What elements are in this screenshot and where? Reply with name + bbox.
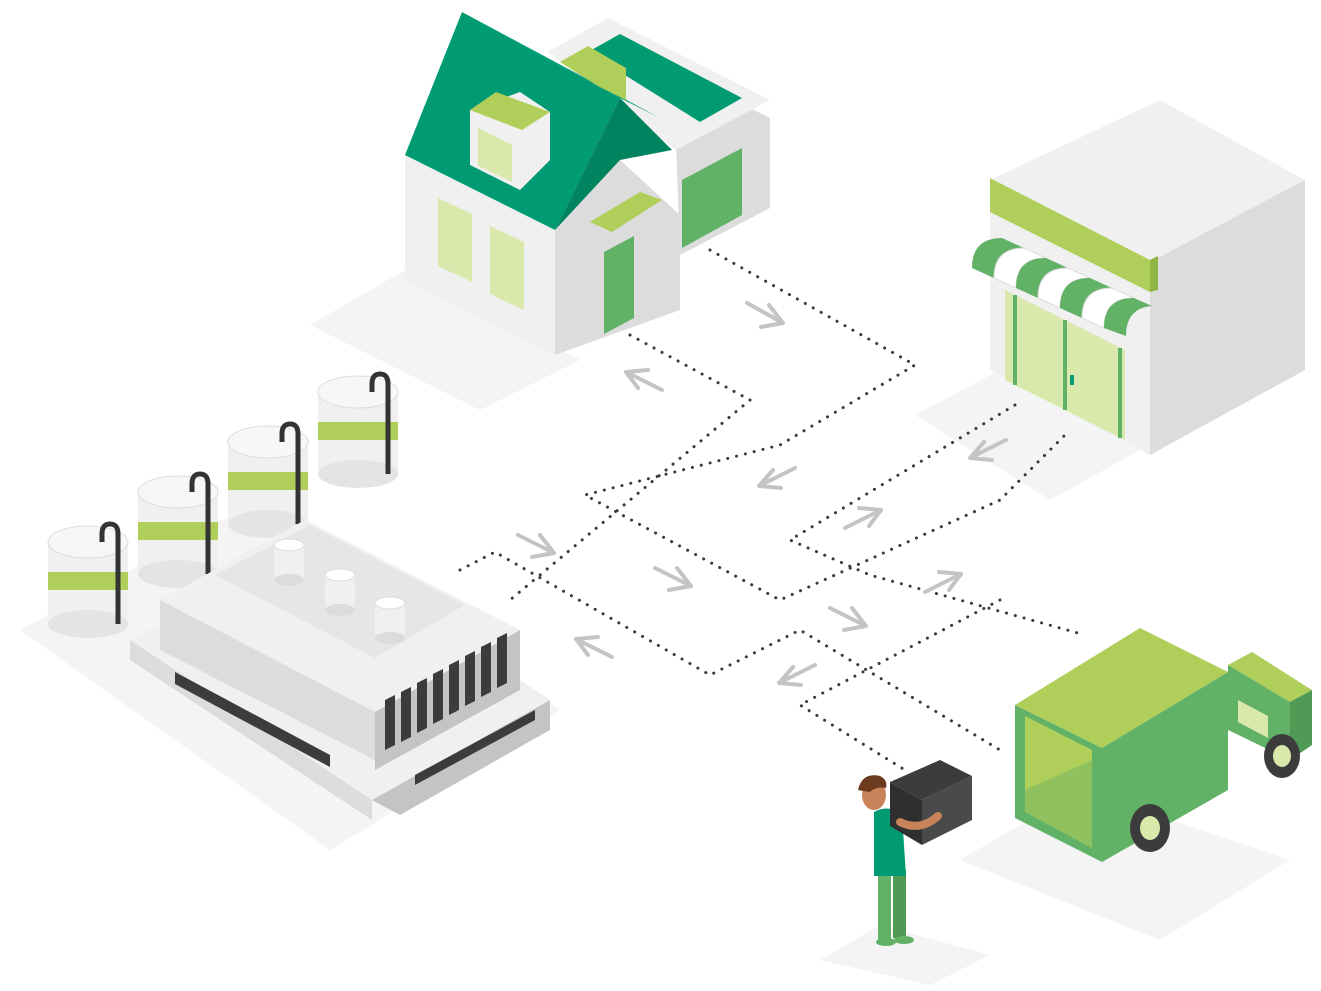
truck-box-top	[1015, 628, 1228, 748]
worker-shoe	[876, 938, 896, 946]
storage-tank	[137, 471, 219, 588]
factory-wall-left	[160, 600, 375, 760]
flow-path-house-to-store	[580, 248, 1072, 602]
truck-cab-top	[1228, 652, 1312, 702]
arrow-icon	[574, 635, 614, 659]
arrow-icon	[745, 301, 785, 329]
factory-windows	[385, 633, 507, 750]
package-box-side	[922, 776, 972, 845]
truck-wheel	[1130, 804, 1170, 852]
arrow-icon	[777, 663, 817, 687]
factory-vent	[273, 538, 305, 586]
worker-leg	[878, 870, 891, 940]
factory-vent	[324, 568, 356, 616]
store-roof	[990, 100, 1305, 262]
truck-box-floor	[1025, 760, 1092, 848]
storage-tank	[317, 371, 399, 488]
dormer-window	[478, 128, 512, 182]
truck-windshield	[1238, 700, 1268, 738]
factory-lower-slots	[415, 710, 535, 785]
garage-door	[682, 148, 742, 248]
worker-shoe	[894, 936, 914, 944]
factory-vent	[374, 596, 406, 644]
house-roof-edge	[555, 98, 672, 230]
chimney	[560, 46, 626, 100]
arrow-icon	[653, 566, 693, 592]
storage-tank	[227, 421, 309, 538]
dormer-roof	[470, 92, 550, 130]
store-sign-edge	[1150, 256, 1158, 292]
arrow-icon	[923, 570, 963, 594]
store	[972, 100, 1305, 455]
truck-wheel	[1264, 734, 1300, 778]
flow-path-factory-out	[458, 550, 1002, 752]
house	[405, 12, 770, 355]
worker-hair	[858, 775, 887, 792]
store-wall-right	[1150, 180, 1305, 455]
delivery-worker	[858, 760, 972, 946]
door-awning	[590, 192, 662, 232]
delivery-truck	[1015, 628, 1312, 862]
store-awning	[972, 238, 1152, 336]
worker-arm	[896, 812, 942, 830]
house-window-left	[438, 198, 472, 282]
storage-tanks	[47, 371, 399, 638]
store-door-handle	[1070, 375, 1074, 385]
factory	[130, 520, 550, 820]
store-sign	[990, 178, 1150, 292]
house-door	[604, 236, 634, 334]
flow-paths	[458, 248, 1087, 772]
arrow-icon	[624, 368, 664, 392]
flow-path-truck-loop	[796, 598, 1002, 772]
storage-tank	[47, 521, 129, 638]
package-box-top	[890, 760, 972, 800]
house-annex-roof-inset	[588, 34, 742, 122]
arrow-icon	[516, 533, 556, 559]
arrow-icon	[757, 466, 797, 490]
flow-path-house-return	[508, 333, 753, 602]
arrow-icon	[843, 506, 883, 530]
flow-arrows	[516, 301, 1008, 687]
arrow-icon	[828, 606, 868, 632]
factory-side-slots	[175, 672, 330, 767]
arrow-icon	[968, 438, 1008, 462]
worker-leg	[893, 870, 906, 938]
house-window-right	[490, 226, 524, 310]
